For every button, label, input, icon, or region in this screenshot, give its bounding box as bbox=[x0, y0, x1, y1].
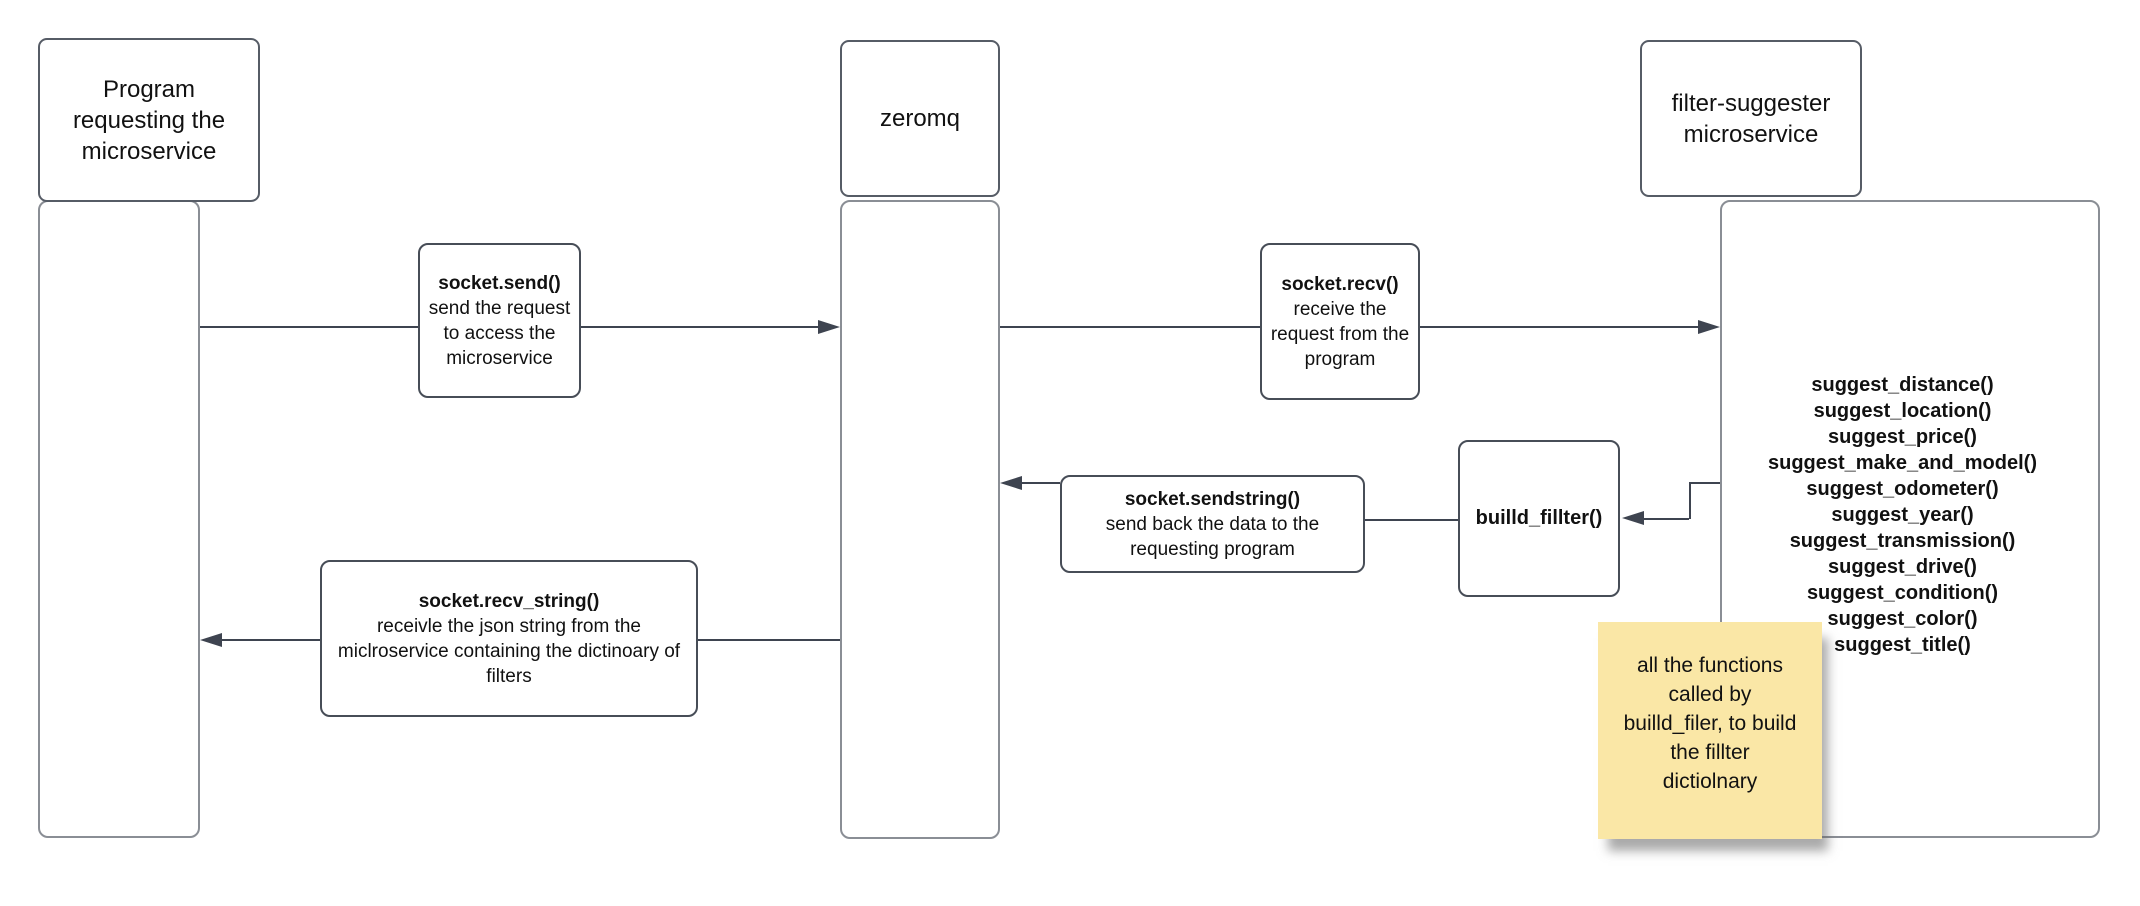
actor-zeromq: zeromq bbox=[840, 40, 1000, 197]
arrow-sendstring-line bbox=[1022, 482, 1060, 484]
call-build-filter-label: builld_fillter() bbox=[1475, 507, 1603, 529]
function-item: suggest_title() bbox=[1834, 634, 1971, 656]
function-item: suggest_location() bbox=[1813, 400, 1992, 422]
lifeline-program bbox=[38, 200, 200, 838]
arrow-recv-string-head-icon bbox=[200, 633, 222, 647]
function-item: suggest_odometer() bbox=[1806, 478, 1999, 500]
message-socket-sendstring: socket.sendstring() send back the data t… bbox=[1060, 475, 1365, 573]
function-item: suggest_make_and_model() bbox=[1768, 452, 2037, 474]
arrow-send-head-icon bbox=[818, 320, 840, 334]
message-socket-recv-string-desc: receivle the json string from the miclro… bbox=[337, 615, 681, 687]
elbow-build-filter-seg3 bbox=[1644, 518, 1689, 520]
function-item: suggest_price() bbox=[1828, 426, 1977, 448]
message-socket-sendstring-title: socket.sendstring() bbox=[1124, 488, 1301, 510]
function-item: suggest_drive() bbox=[1828, 556, 1977, 578]
message-socket-recv: socket.recv() receive the request from t… bbox=[1260, 243, 1420, 400]
lifeline-zeromq bbox=[840, 200, 1000, 839]
message-socket-send-desc: send the request to access the microserv… bbox=[428, 297, 571, 369]
function-item: suggest_color() bbox=[1827, 608, 1978, 630]
message-socket-send: socket.send() send the request to access… bbox=[418, 243, 581, 398]
actor-program: Program requesting the microservice bbox=[38, 38, 260, 202]
actor-filter-suggester: filter-suggester microservice bbox=[1640, 40, 1862, 197]
message-socket-recv-title: socket.recv() bbox=[1281, 273, 1399, 295]
sticky-note-text: all the functions called by builld_filer… bbox=[1623, 654, 1797, 793]
elbow-build-filter-head-icon bbox=[1622, 511, 1644, 525]
arrow-recv-head-icon bbox=[1698, 320, 1720, 334]
function-item: suggest_year() bbox=[1831, 504, 1974, 526]
actor-program-label: Program requesting the microservice bbox=[72, 75, 226, 165]
call-build-filter: builld_fillter() bbox=[1458, 440, 1620, 597]
function-item: suggest_transmission() bbox=[1789, 530, 2016, 552]
sticky-note: all the functions called by builld_filer… bbox=[1598, 622, 1822, 839]
function-item: suggest_distance() bbox=[1811, 374, 1994, 396]
arrow-sendstring-head-icon bbox=[1000, 476, 1022, 490]
message-socket-recv-string-title: socket.recv_string() bbox=[418, 590, 600, 612]
elbow-build-filter-seg1 bbox=[1691, 482, 1720, 484]
actor-filter-suggester-label: filter-suggester microservice bbox=[1671, 89, 1831, 148]
elbow-build-filter-seg2 bbox=[1689, 482, 1691, 519]
actor-zeromq-label: zeromq bbox=[879, 105, 961, 132]
message-socket-recv-desc: receive the request from the program bbox=[1270, 298, 1410, 370]
function-item: suggest_condition() bbox=[1806, 582, 1999, 604]
message-socket-sendstring-desc: send back the data to the requesting pro… bbox=[1105, 513, 1320, 560]
message-socket-send-title: socket.send() bbox=[438, 272, 561, 294]
message-socket-recv-string: socket.recv_string() receivle the json s… bbox=[320, 560, 698, 717]
line-build-to-sendstring bbox=[1365, 519, 1458, 521]
function-list: suggest_distance() suggest_location() su… bbox=[1725, 372, 2080, 658]
